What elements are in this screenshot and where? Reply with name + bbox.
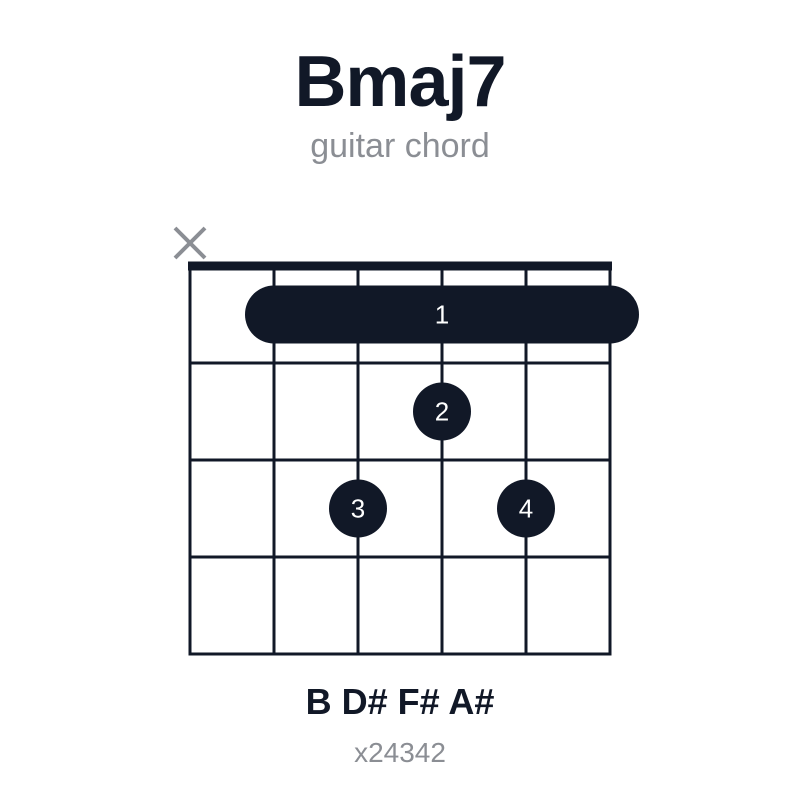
barre: [245, 285, 639, 344]
muted-markers: [173, 226, 207, 260]
finger-dots: 2 3 4: [329, 382, 555, 538]
finger-dot: 4: [497, 479, 555, 538]
finger-number: 4: [519, 494, 533, 524]
finger-number: 3: [351, 494, 365, 524]
finger-dot: 2: [413, 382, 471, 441]
barre-finger-label: 1: [435, 300, 449, 330]
chord-subtitle: guitar chord: [310, 127, 490, 165]
barre-layer: 1: [245, 285, 639, 344]
chord-notes: B D# F# A#: [305, 681, 495, 722]
fingering-code: x24342: [354, 737, 446, 768]
finger-number: 2: [435, 397, 449, 427]
finger-dot: 3: [329, 479, 387, 538]
muted-string-icon: [173, 226, 207, 260]
chord-title: Bmaj7: [294, 42, 506, 122]
fret-lines: [188, 261, 612, 656]
